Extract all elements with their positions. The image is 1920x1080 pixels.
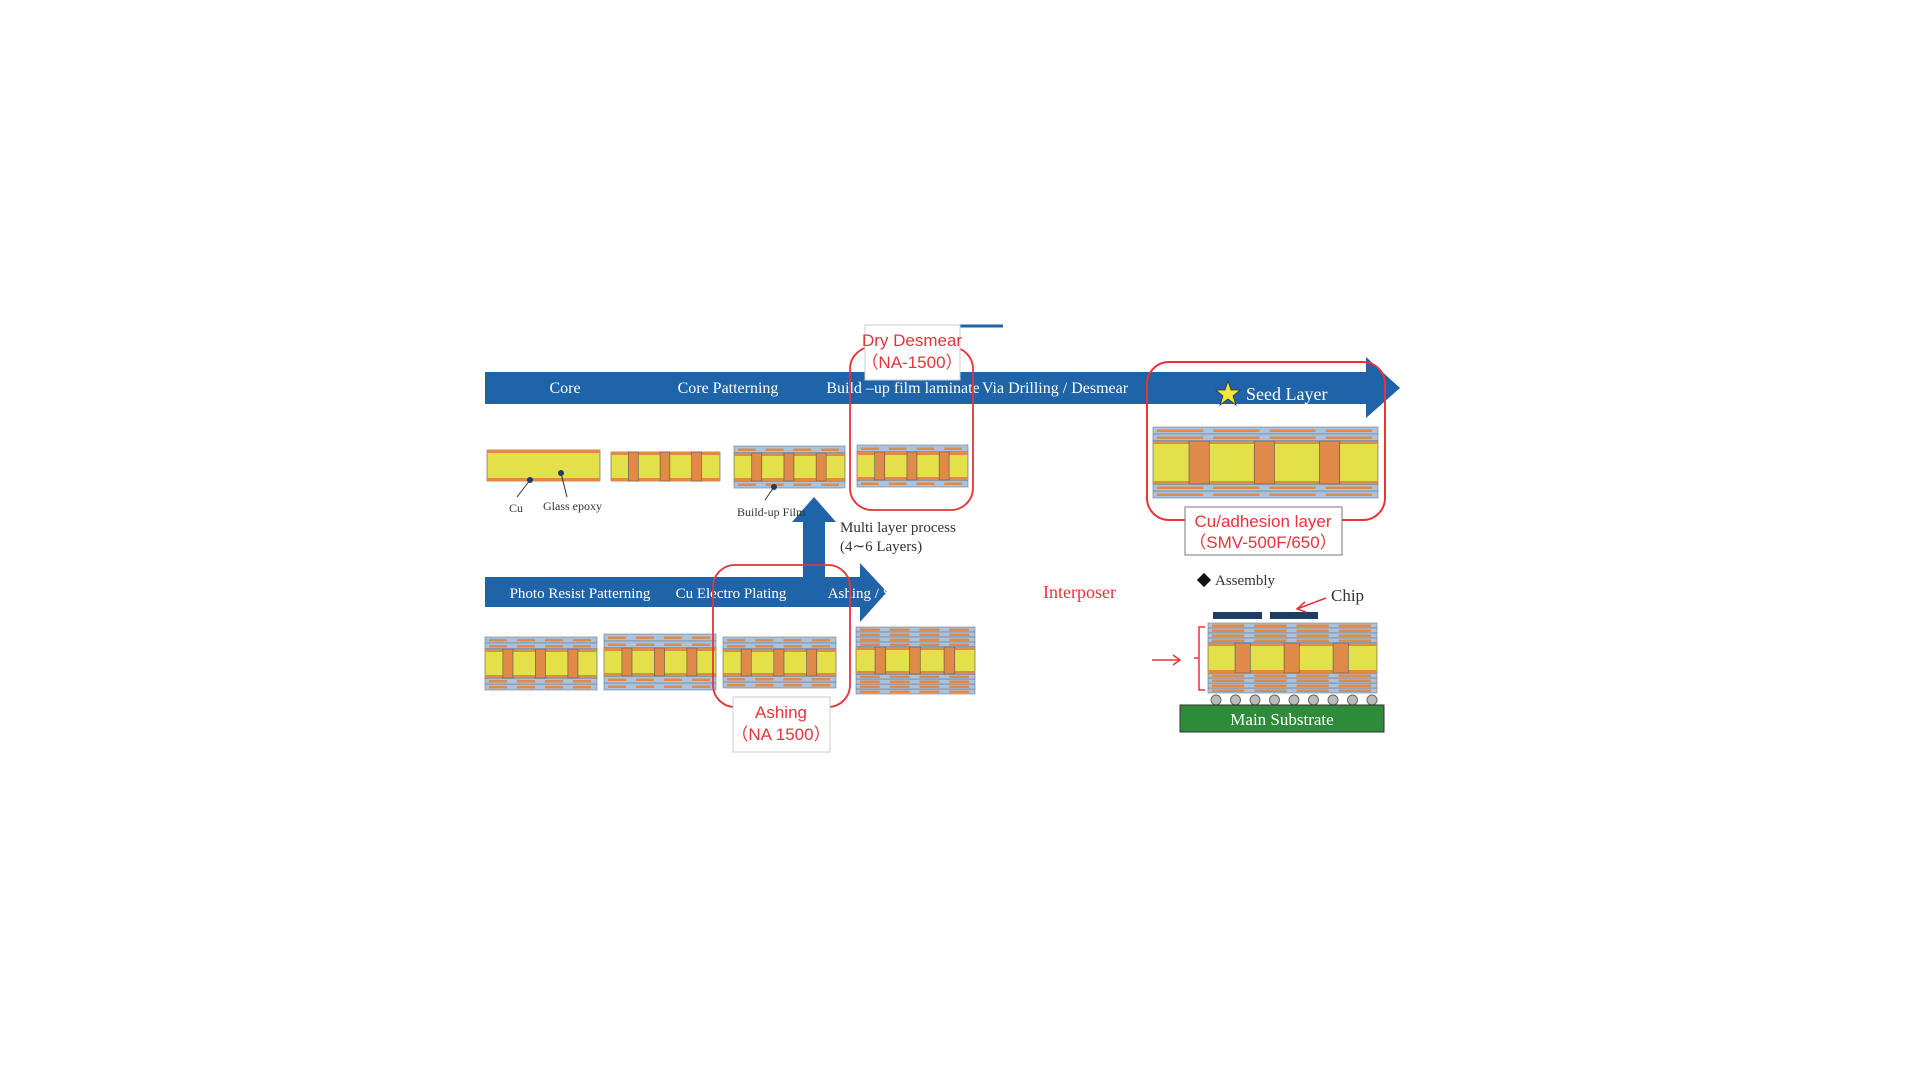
seed-layer-callout (1184, 506, 1343, 556)
seed-layer-board (1152, 426, 1379, 499)
star-icon (1214, 379, 1242, 407)
label-interposer: Interposer (1043, 582, 1116, 602)
step-buildup-laminate: Build –up film laminate (826, 380, 979, 397)
step-via-drilling: Via Drilling / Desmear (982, 380, 1129, 397)
ashing-title: Ashing (755, 703, 807, 722)
label-assembly: Assembly (1215, 573, 1276, 589)
step-photo-resist: Photo Resist Patterning (510, 586, 651, 602)
interposer-bracket (1194, 626, 1205, 691)
core-patterned-board (610, 451, 721, 482)
ashing-callout (732, 696, 831, 753)
seed-callout-title: Cu/adhesion layer (1194, 512, 1331, 531)
diamond-icon (1196, 572, 1212, 588)
photo-resist-board (484, 636, 598, 691)
label-cu: Cu (509, 501, 523, 515)
chip-pointer-arrow (1295, 597, 1327, 613)
assembly-interposer (1207, 622, 1378, 694)
buildup-film-pointer (764, 484, 777, 501)
cu-pointer (516, 477, 533, 498)
seed-callout-product: （SMV-500F/650） (1189, 533, 1336, 552)
label-chip: Chip (1331, 586, 1364, 605)
ashed-board (722, 636, 837, 689)
ashing-product: （NA 1500） (731, 725, 830, 744)
step-core: Core (549, 380, 580, 397)
via-drilled-board (856, 444, 969, 488)
to-assembly-arrow (1152, 654, 1182, 666)
buildup-laminated-board (733, 445, 846, 489)
glass-epoxy-pointer (558, 470, 568, 498)
label-buildup-film: Build-up Film (737, 505, 806, 519)
dry-desmear-product: （NA-1500） (861, 353, 962, 372)
electro-plated-board (603, 633, 717, 691)
multilayer-up-arrow (792, 497, 836, 578)
dry-desmear-callout (864, 324, 961, 381)
step-core-patterning: Core Patterning (678, 380, 779, 397)
bottom-flow-arrow (485, 563, 887, 622)
step-ashing-seed-etching: Ashing / Seed Etching (828, 586, 963, 602)
dry-desmear-title: Dry Desmear (862, 331, 962, 350)
label-layers: (4∼6 Layers) (840, 539, 922, 555)
label-main-substrate: Main Substrate (1230, 710, 1333, 729)
label-multi-layer: Multi layer process (840, 520, 956, 536)
main-substrate (1179, 704, 1385, 733)
step-cu-electro-plating: Cu Electro Plating (676, 586, 787, 602)
core-board (486, 449, 601, 482)
interposer-board (855, 626, 976, 695)
label-glass-epoxy: Glass epoxy (543, 499, 602, 513)
step-seed-layer: Seed Layer (1246, 384, 1327, 404)
